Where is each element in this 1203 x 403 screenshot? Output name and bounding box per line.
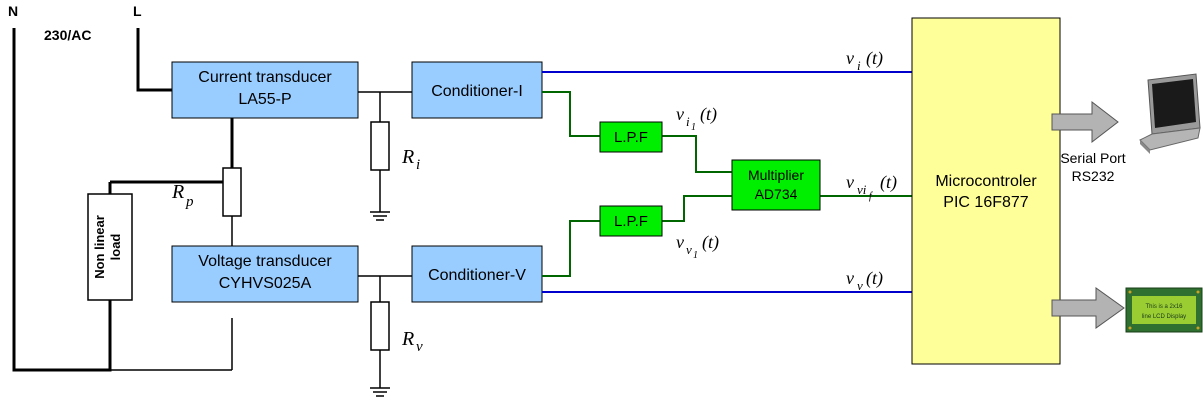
conditioner-v-block: Conditioner-V xyxy=(411,245,543,303)
lpf-bottom-block: L.P.F xyxy=(599,205,663,237)
vi1-label: v i 1 (t) xyxy=(676,104,717,133)
svg-text:1: 1 xyxy=(691,122,696,133)
svg-text:i: i xyxy=(857,58,861,73)
conditioner-i-label: Conditioner-I xyxy=(431,83,523,100)
voltage-transducer-line1: Voltage transducer xyxy=(198,253,332,270)
filter-wiring xyxy=(542,91,912,277)
ri-label: R xyxy=(401,146,414,168)
svg-text:v: v xyxy=(676,232,684,252)
nonlinear-load: Non linear load xyxy=(87,193,133,301)
svg-text:v: v xyxy=(846,48,854,68)
vvif-label: v vi f (t) xyxy=(846,172,897,202)
rp-sub: p xyxy=(185,194,194,210)
vv1-label: v v 1 (t) xyxy=(676,232,719,261)
microcontroller-block: Microcontroler PIC 16F877 xyxy=(911,17,1061,365)
svg-text:v: v xyxy=(686,242,692,257)
lpf-top-block: L.P.F xyxy=(599,121,663,153)
laptop-icon xyxy=(1139,73,1201,154)
ri-sub: i xyxy=(416,157,420,173)
svg-text:(t): (t) xyxy=(702,232,719,253)
current-transducer-block: Current transducer LA55-P xyxy=(171,61,359,119)
svg-text:(t): (t) xyxy=(866,48,883,69)
vi-label: v i (t) xyxy=(846,48,883,73)
svg-text:v: v xyxy=(846,172,854,192)
lpf-bottom-label: L.P.F xyxy=(614,213,648,230)
sense-resistor-wiring xyxy=(358,91,412,397)
mcu-line2: PIC 16F877 xyxy=(943,194,1028,211)
svg-text:(t): (t) xyxy=(700,104,717,125)
rp-label: R xyxy=(171,181,184,203)
voltage-transducer-line2: CYHVS025A xyxy=(219,275,312,292)
load-label-line2: load xyxy=(108,234,123,261)
conditioner-i-block: Conditioner-I xyxy=(411,61,543,119)
voltage-transducer-block: Voltage transducer CYHVS025A xyxy=(171,245,359,303)
svg-text:v: v xyxy=(846,268,854,288)
serial-port-label-line1: Serial Port xyxy=(1060,150,1125,166)
vv-label: v v (t) xyxy=(846,268,883,293)
serial-port-label-line2: RS232 xyxy=(1072,168,1115,184)
lcd-arrow xyxy=(1051,287,1125,329)
lcd-line2: line LCD Display xyxy=(1142,314,1186,320)
mcu-line1: Microcontroler xyxy=(935,173,1037,190)
svg-text:v: v xyxy=(857,278,863,293)
current-transducer-line2: LA55-P xyxy=(238,91,291,108)
supply-label: 230/AC xyxy=(44,27,91,43)
rv-label: R xyxy=(401,328,414,350)
svg-text:(t): (t) xyxy=(880,172,897,193)
multiplier-line2: AD734 xyxy=(755,186,798,202)
lpf-top-label: L.P.F xyxy=(614,129,648,146)
current-transducer-line1: Current transducer xyxy=(198,69,332,86)
svg-text:(t): (t) xyxy=(866,268,883,289)
lcd-display-icon: This is a 2x16 line LCD Display xyxy=(1125,287,1203,333)
rp-resistor: R p xyxy=(171,150,242,246)
multiplier-line1: Multiplier xyxy=(748,167,804,183)
serial-arrow xyxy=(1051,100,1119,144)
conditioner-v-label: Conditioner-V xyxy=(428,267,526,284)
svg-text:i: i xyxy=(686,114,690,129)
load-label-line1: Non linear xyxy=(92,215,107,279)
lcd-line1: This is a 2x16 xyxy=(1145,304,1183,310)
multiplier-block: Multiplier AD734 xyxy=(731,159,821,211)
line-label: L xyxy=(133,3,142,19)
svg-text:1: 1 xyxy=(693,250,698,261)
neutral-label: N xyxy=(8,3,18,19)
rv-sub: v xyxy=(416,339,423,355)
svg-text:f: f xyxy=(869,191,873,202)
svg-text:v: v xyxy=(676,104,684,124)
svg-text:vi: vi xyxy=(857,182,867,197)
